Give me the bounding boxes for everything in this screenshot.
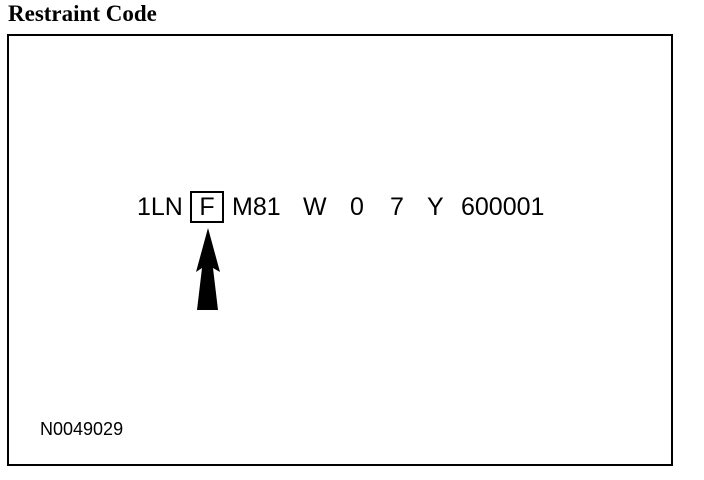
vin-segment-check: 7 [390,193,404,221]
vin-segment-model: M81 [232,193,281,221]
restraint-code-letter: F [199,193,215,221]
vin-segment-serial: 600001 [461,193,545,221]
vin-segment-engine: 0 [350,193,364,221]
page-title: Restraint Code [8,1,157,26]
vin-prefix: 1LN [137,193,183,221]
figure-code: N0049029 [40,419,124,439]
vin-segment-year: Y [427,193,444,221]
diagram-frame [7,34,673,466]
restraint-code-box: F [190,191,224,223]
vin-segment-body: W [303,193,327,221]
pointer-arrow-icon [196,228,220,310]
